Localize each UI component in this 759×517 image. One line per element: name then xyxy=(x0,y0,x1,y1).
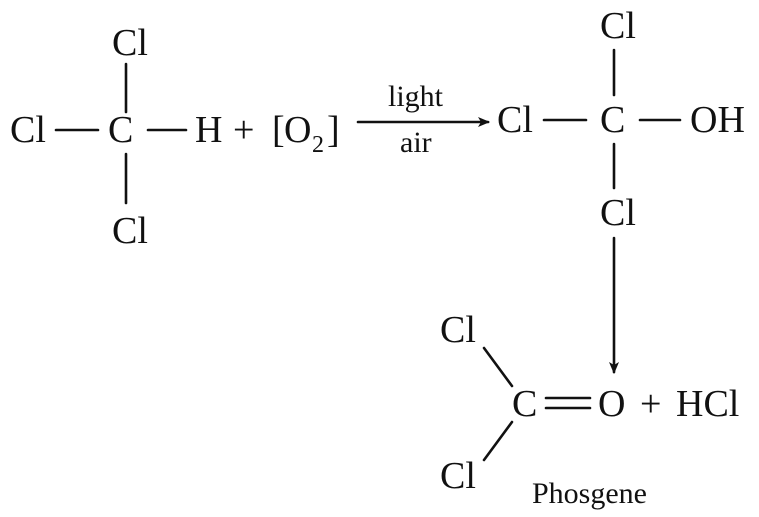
intermediate-cl-top: Cl xyxy=(600,5,636,47)
chloroform-cl-bottom: Cl xyxy=(112,210,148,252)
chloroform-cl-left: Cl xyxy=(10,109,46,151)
phosgene-cl-bottom: Cl xyxy=(440,455,476,497)
plus-sign-2: + xyxy=(640,383,661,425)
intermediate-cl-bottom: Cl xyxy=(600,192,636,234)
phosgene-label: Phosgene xyxy=(532,477,647,510)
arrow-condition-light: light xyxy=(388,80,444,113)
phosgene-bond-top xyxy=(482,346,514,388)
chloroform-molecule: Cl Cl C H Cl xyxy=(10,22,222,252)
reaction-arrow: light air xyxy=(356,80,490,159)
intermediate-molecule: Cl Cl C OH Cl xyxy=(497,5,745,234)
chloroform-carbon: C xyxy=(108,109,133,151)
phosgene-oxygen: O xyxy=(598,383,625,425)
phosgene-molecule: Cl C O Cl Phosgene xyxy=(440,309,647,510)
bracket-open: [ xyxy=(272,109,285,151)
phosgene-carbon: C xyxy=(512,383,537,425)
phosgene-bond-bottom xyxy=(482,420,514,462)
oxygen-subscript: 2 xyxy=(312,132,324,158)
intermediate-carbon: C xyxy=(600,99,625,141)
arrow-condition-air: air xyxy=(400,126,432,159)
phosgene-cl-top: Cl xyxy=(440,309,476,351)
bracket-close: ] xyxy=(327,109,340,151)
oxygen-reagent: [ O 2 ] xyxy=(272,109,340,158)
chloroform-hydrogen: H xyxy=(195,109,222,151)
plus-sign: + xyxy=(233,109,254,151)
hcl-product: HCl xyxy=(676,383,739,425)
oxygen-symbol: O xyxy=(284,109,311,151)
intermediate-hydroxyl: OH xyxy=(690,99,745,141)
chloroform-cl-top: Cl xyxy=(112,22,148,64)
intermediate-cl-left: Cl xyxy=(497,99,533,141)
